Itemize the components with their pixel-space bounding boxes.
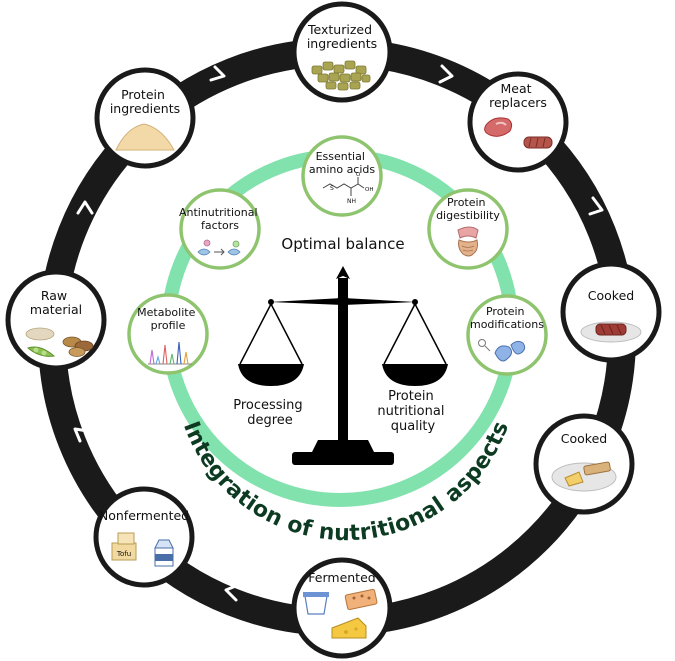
svg-text:Meat replacers: Meat replacers — [489, 81, 547, 110]
node-cooked-bottom: Cooked — [533, 413, 635, 515]
svg-text:Antinutritional factors: Antinutritional factors — [179, 206, 261, 232]
node-cooked-top: Cooked — [560, 261, 662, 363]
node-fermented: Fermented — [291, 557, 393, 659]
ring-chevrons — [73, 64, 604, 602]
node-metabolite-profile: Metabolite profile — [127, 293, 209, 375]
cheese-icon — [331, 617, 367, 639]
node-raw-material: Raw material — [5, 269, 107, 371]
chevron-icon — [472, 538, 488, 555]
balance-scale-icon — [238, 266, 448, 465]
svg-text:Texturized ingredients: Texturized ingredients — [307, 22, 377, 51]
node-protein-modifications: Protein modifications — [466, 294, 548, 376]
texturized-protein-icon — [311, 60, 371, 91]
node-protein-digestibility: Protein digestibility — [427, 188, 509, 270]
yogurt-cup-icon — [303, 592, 329, 615]
tofu-icon: Tofu — [111, 532, 137, 561]
chevron-icon — [588, 196, 604, 216]
svg-text:Raw material: Raw material — [30, 288, 82, 317]
optimal-balance-title: Optimal balance — [281, 235, 404, 253]
grain-pile-icon — [25, 327, 55, 341]
protein-structure-icon — [478, 339, 526, 362]
enzyme-inhibition-icon — [197, 239, 241, 256]
protein-nutritional-quality-label: Protein nutritional quality — [377, 389, 448, 434]
chevron-icon — [76, 200, 94, 215]
chevron-icon — [438, 64, 454, 84]
svg-text:Tofu: Tofu — [116, 550, 131, 558]
soybean-pod-icon — [26, 346, 56, 357]
methionine-structure-icon: S NH OH O — [322, 172, 373, 205]
svg-text:Cooked: Cooked — [561, 431, 607, 446]
svg-text:S: S — [330, 185, 334, 192]
chromatogram-icon — [148, 341, 192, 365]
node-texturized-ingredients: Texturized ingredients — [291, 1, 393, 103]
svg-text:Metabolite profile: Metabolite profile — [137, 306, 199, 332]
node-meat-replacers: Meat replacers — [467, 71, 569, 173]
svg-text:OH: OH — [365, 187, 373, 193]
legume-pile-icon — [62, 336, 94, 357]
steak-icon — [484, 117, 513, 137]
protein-powder-icon — [115, 123, 175, 151]
soy-milk-carton-icon — [154, 539, 174, 567]
cooked-cheese-plate-icon — [551, 461, 617, 492]
svg-text:O: O — [356, 172, 361, 178]
svg-text:Fermented: Fermented — [308, 570, 375, 585]
chevron-icon — [73, 427, 90, 443]
svg-text:Nonfermented: Nonfermented — [99, 508, 189, 523]
svg-text:Protein digestibility: Protein digestibility — [436, 196, 500, 222]
svg-text:Protein modifications: Protein modifications — [470, 305, 544, 331]
tempeh-icon — [344, 588, 378, 611]
node-essential-amino-acids: Essential amino acids S NH OH O — [301, 135, 383, 217]
svg-text:Essential amino acids: Essential amino acids — [309, 150, 376, 176]
sausage-icon — [523, 136, 553, 149]
chevron-icon — [209, 65, 226, 82]
svg-text:Protein ingredients: Protein ingredients — [110, 87, 180, 116]
svg-text:NH: NH — [347, 198, 356, 205]
processing-degree-label: Processing degree — [233, 398, 307, 428]
digestive-system-icon — [457, 226, 479, 257]
node-protein-ingredients: Protein ingredients — [94, 67, 196, 169]
node-antinutritional-factors: Antinutritional factors — [179, 188, 261, 270]
cooked-steak-plate-icon — [580, 321, 642, 343]
svg-text:Cooked: Cooked — [588, 288, 634, 303]
node-nonfermented: Nonfermented Tofu — [93, 486, 195, 588]
chevron-icon — [224, 583, 240, 602]
